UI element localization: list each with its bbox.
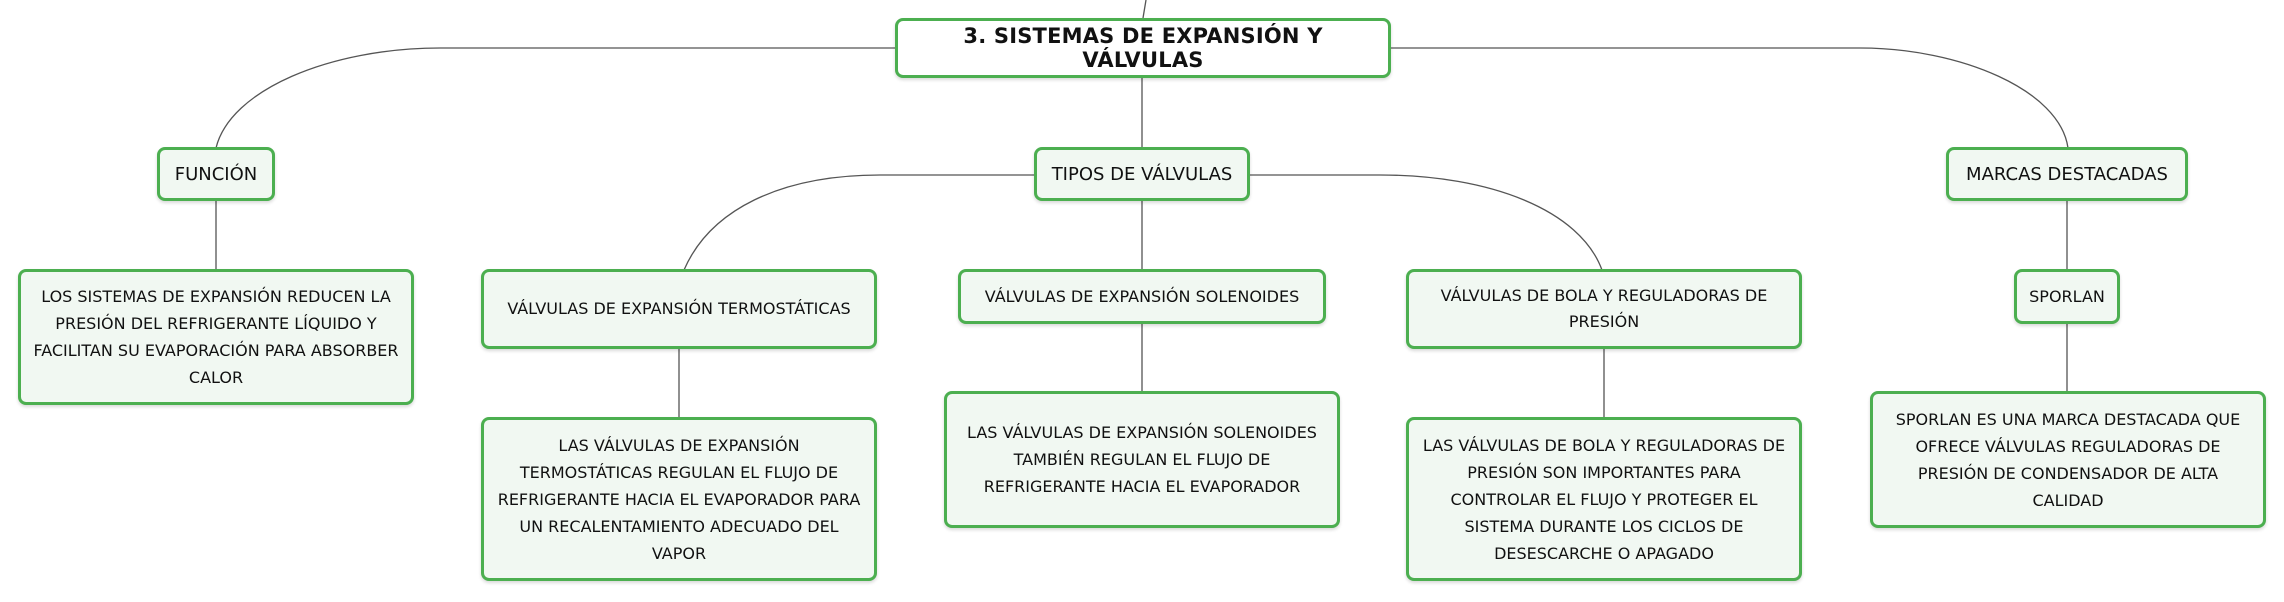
tipo-bola-node[interactable]: VÁLVULAS DE BOLA Y REGULADORAS DE PRESIÓ… <box>1406 269 1802 349</box>
tipos-node[interactable]: TIPOS DE VÁLVULAS <box>1034 147 1250 201</box>
connector-tipos-termo <box>683 174 1036 271</box>
tipo-solenoides-title: VÁLVULAS DE EXPANSIÓN SOLENOIDES <box>984 286 1300 306</box>
funcion-description-node[interactable]: LOS SISTEMAS DE EXPANSIÓN REDUCEN LA PRE… <box>18 269 414 405</box>
tipo-bola-title: VÁLVULAS DE BOLA Y REGULADORAS DE PRESIÓ… <box>1440 286 1768 331</box>
tipo-bola-description: LAS VÁLVULAS DE BOLA Y REGULADORAS DE PR… <box>1422 435 1786 563</box>
tipo-termostaticas-description: LAS VÁLVULAS DE EXPANSIÓN TERMOSTÁTICAS … <box>497 435 861 563</box>
root-title: 3. SISTEMAS DE EXPANSIÓN Y VÁLVULAS <box>963 24 1323 72</box>
tipo-termostaticas-title: VÁLVULAS DE EXPANSIÓN TERMOSTÁTICAS <box>507 299 851 318</box>
sporlan-title: SPORLAN <box>2029 286 2105 306</box>
connector-parent-root <box>1142 0 1147 19</box>
connector-root-funcion <box>215 47 897 149</box>
funcion-node[interactable]: FUNCIÓN <box>157 147 275 201</box>
sporlan-description-node[interactable]: SPORLAN ES UNA MARCA DESTACADA QUE OFREC… <box>1870 391 2266 528</box>
connector-root-marcas <box>1389 47 2069 149</box>
tipos-title: TIPOS DE VÁLVULAS <box>1051 163 1233 185</box>
connector-tipos-bola <box>1248 174 1603 271</box>
funcion-description: LOS SISTEMAS DE EXPANSIÓN REDUCEN LA PRE… <box>33 287 399 387</box>
tipo-bola-description-node[interactable]: LAS VÁLVULAS DE BOLA Y REGULADORAS DE PR… <box>1406 417 1802 581</box>
tipo-solenoides-description-node[interactable]: LAS VÁLVULAS DE EXPANSIÓN SOLENOIDES TAM… <box>944 391 1340 528</box>
sporlan-description: SPORLAN ES UNA MARCA DESTACADA QUE OFREC… <box>1895 409 2241 510</box>
tipo-solenoides-description: LAS VÁLVULAS DE EXPANSIÓN SOLENOIDES TAM… <box>967 423 1317 496</box>
marcas-node[interactable]: MARCAS DESTACADAS <box>1946 147 2188 201</box>
root-node[interactable]: 3. SISTEMAS DE EXPANSIÓN Y VÁLVULAS <box>895 18 1391 78</box>
tipo-termostaticas-description-node[interactable]: LAS VÁLVULAS DE EXPANSIÓN TERMOSTÁTICAS … <box>481 417 877 581</box>
funcion-title: FUNCIÓN <box>174 163 258 185</box>
tipo-solenoides-node[interactable]: VÁLVULAS DE EXPANSIÓN SOLENOIDES <box>958 269 1326 324</box>
tipo-termostaticas-node[interactable]: VÁLVULAS DE EXPANSIÓN TERMOSTÁTICAS <box>481 269 877 349</box>
marcas-title: MARCAS DESTACADAS <box>1966 163 2168 185</box>
sporlan-node[interactable]: SPORLAN <box>2014 269 2120 324</box>
